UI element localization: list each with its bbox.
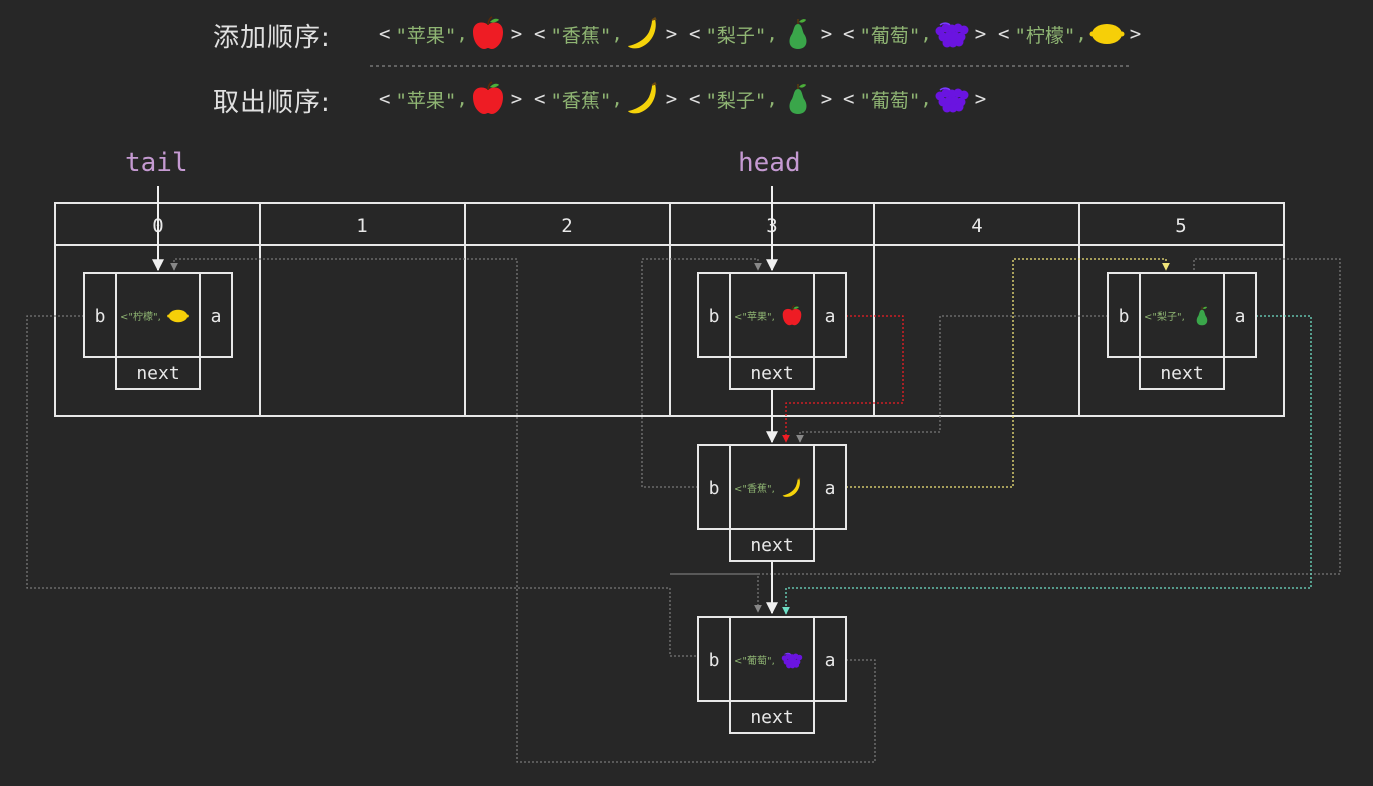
node-next-label: next (750, 707, 793, 728)
open-bracket: < (998, 23, 1010, 45)
close-bracket: > (1129, 23, 1142, 45)
open-bracket: < (379, 88, 391, 110)
banana-icon (627, 81, 657, 114)
remove-order-row: 取出顺序: (0, 80, 1373, 120)
fruit-name: "香蕉" (550, 24, 612, 47)
open-bracket: < (689, 23, 701, 45)
node-next-label: next (750, 535, 793, 556)
grape-icon (935, 22, 969, 48)
comma: , (766, 23, 778, 45)
open-bracket: < (534, 23, 546, 45)
fruit-name: "梨子" (705, 89, 767, 112)
comma: , (456, 23, 468, 45)
node-b-label: b (95, 306, 106, 327)
node-pear: b a <"梨子", next (1107, 272, 1257, 390)
banana-icon (627, 16, 657, 49)
comma: , (920, 88, 932, 110)
remove-order-item: <"香蕉", > (529, 81, 682, 117)
add-order-item: <"柠檬", > (993, 16, 1146, 52)
node-a-label: a (825, 306, 836, 327)
node-b-label: b (709, 306, 720, 327)
node-banana: b a <"香蕉", next (697, 444, 847, 562)
node-a-label: a (825, 650, 836, 671)
solid-arrows (152, 186, 778, 615)
node-key-label: <"柠檬", (120, 310, 161, 323)
pear-icon (789, 84, 807, 114)
remove-order-item: <"葡萄", > (838, 81, 991, 117)
table-index-5: 5 (1175, 215, 1186, 237)
open-bracket: < (534, 88, 546, 110)
remove-order-item: <"苹果", > (374, 81, 527, 117)
node-b-label: b (709, 650, 720, 671)
node-key-label: <"香蕉", (734, 483, 775, 495)
close-bracket: > (820, 88, 833, 110)
lemon-icon (167, 309, 189, 323)
table-index-1: 1 (356, 215, 367, 237)
fruit-name: "葡萄" (859, 89, 921, 112)
entry-nodes: b a <"柠檬", next b a <"苹果", next b a <"梨子", next b a <"… (83, 272, 1257, 734)
hash-table (54, 202, 1285, 417)
link-lines (26, 258, 1341, 763)
apple-icon (472, 16, 503, 49)
close-bracket: > (974, 23, 987, 45)
table-index-2: 2 (561, 215, 572, 237)
node-grape: b a <"葡萄", next (697, 616, 847, 734)
close-bracket: > (665, 23, 678, 45)
table-index-4: 4 (971, 215, 982, 237)
node-lemon: b a <"柠檬", next (83, 272, 233, 390)
remove-order-item: <"梨子", > (684, 81, 837, 117)
node-key-label: <"葡萄", (734, 654, 775, 667)
node-next-label: next (750, 363, 793, 384)
add-order-item: <"葡萄", > (838, 16, 991, 52)
node-a-label: a (211, 306, 222, 327)
close-bracket: > (510, 88, 523, 110)
fruit-name: "香蕉" (550, 89, 612, 112)
fruit-name: "梨子" (705, 24, 767, 47)
node-b-label: b (1119, 306, 1130, 327)
comma: , (766, 88, 778, 110)
banana-icon (782, 477, 801, 497)
comma: , (456, 88, 468, 110)
tail-pointer-label: tail (125, 148, 188, 178)
comma: , (611, 88, 623, 110)
add-order-item: <"香蕉", > (529, 16, 682, 52)
node-next-label: next (1160, 363, 1203, 384)
add-order-label: 添加顺序: (213, 22, 331, 53)
open-bracket: < (843, 88, 855, 110)
node-a-label: a (1235, 306, 1246, 327)
apple-icon (472, 81, 503, 114)
fruit-name: "葡萄" (859, 24, 921, 47)
comma: , (611, 23, 623, 45)
node-next-label: next (136, 363, 179, 384)
open-bracket: < (843, 23, 855, 45)
comma: , (920, 23, 932, 45)
add-order-row: 添加顺序: (0, 15, 1373, 55)
node-key-label: <"苹果", (734, 310, 775, 323)
pear-icon (789, 19, 807, 49)
open-bracket: < (379, 23, 391, 45)
close-bracket: > (974, 88, 987, 110)
add-order-item: <"梨子", > (684, 16, 837, 52)
lemon-icon (1089, 24, 1125, 44)
pear-icon (1196, 306, 1208, 326)
close-bracket: > (820, 23, 833, 45)
fruit-name: "苹果" (395, 24, 457, 47)
close-bracket: > (665, 88, 678, 110)
fruit-name: "柠檬" (1014, 24, 1076, 47)
open-bracket: < (689, 88, 701, 110)
node-b-label: b (709, 478, 720, 499)
close-bracket: > (510, 23, 523, 45)
grape-icon (935, 87, 969, 113)
apple-icon (782, 305, 802, 326)
head-pointer-label: head (738, 148, 801, 178)
add-order-item: <"苹果", > (374, 16, 527, 52)
grape-icon (781, 652, 803, 669)
comma: , (1075, 23, 1087, 45)
node-apple: b a <"苹果", next (697, 272, 847, 390)
node-a-label: a (825, 478, 836, 499)
remove-order-label: 取出顺序: (213, 87, 331, 118)
node-key-label: <"梨子", (1144, 310, 1185, 323)
fruit-name: "苹果" (395, 89, 457, 112)
